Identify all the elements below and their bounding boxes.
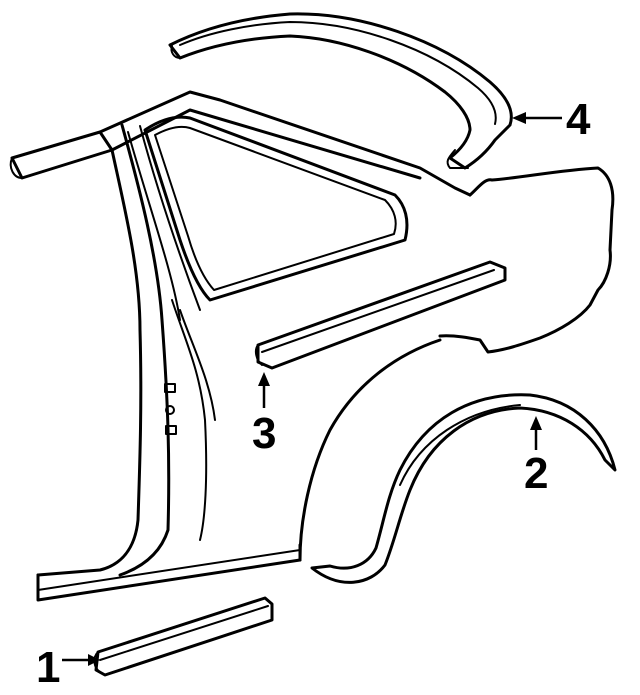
callout-2-label: 2 — [524, 449, 548, 498]
callout-4-label: 4 — [566, 95, 591, 144]
callout-2-leader — [530, 416, 542, 450]
roof-molding — [168, 12, 513, 170]
callout-3-label: 3 — [252, 409, 276, 458]
quarter-panel — [9, 90, 615, 602]
callout-1-label: 1 — [36, 643, 60, 692]
belt-molding — [254, 260, 507, 370]
callout-4-leader — [512, 112, 562, 124]
callout-3-leader — [258, 372, 270, 408]
callout-1-leader — [62, 654, 100, 666]
wheel-opening-molding — [310, 393, 617, 584]
rocker-molding — [93, 596, 274, 677]
